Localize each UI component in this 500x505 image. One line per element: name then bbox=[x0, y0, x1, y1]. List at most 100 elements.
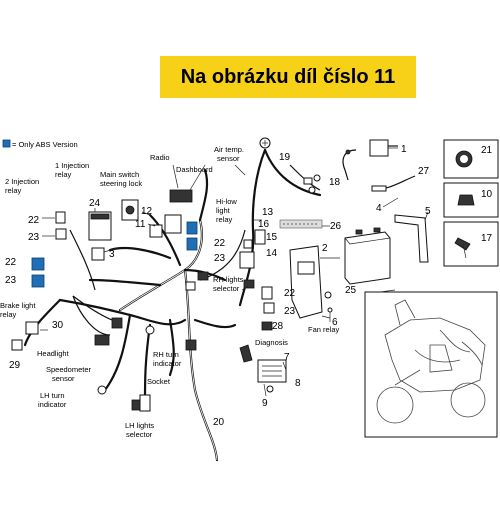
label-socket: Socket bbox=[147, 377, 171, 386]
label-hilow-2: light bbox=[216, 206, 231, 215]
label-lh-turn-2: indicator bbox=[38, 400, 67, 409]
part-number-18: 18 bbox=[329, 177, 341, 188]
label-radio: Radio bbox=[150, 153, 170, 162]
fuses-19 bbox=[289, 164, 321, 194]
part-box-17 bbox=[443, 221, 499, 267]
fan-relay-group bbox=[261, 286, 275, 331]
part-number-7: 7 bbox=[284, 352, 290, 363]
part-number-9: 9 bbox=[262, 398, 268, 409]
part-number-2: 2 bbox=[322, 243, 328, 254]
part-number-26: 26 bbox=[330, 221, 342, 232]
label-lh-lights-2: selector bbox=[126, 430, 153, 439]
part-number-11: 11 bbox=[135, 219, 146, 230]
banner-title: Na obrázku díl číslo 11 bbox=[180, 65, 396, 88]
injection-relay-2-group bbox=[42, 211, 67, 240]
label-headlight: Headlight bbox=[37, 349, 70, 358]
brake-light-relay bbox=[11, 321, 39, 351]
label-air-temp-2: sensor bbox=[217, 154, 240, 163]
label-hilow-3: relay bbox=[216, 215, 233, 224]
injection-relay-1-group bbox=[88, 211, 112, 261]
socket-and-turn bbox=[97, 325, 197, 412]
battery bbox=[344, 227, 391, 285]
label-rh-turn-1: RH turn bbox=[153, 350, 179, 359]
misc-15-16 bbox=[243, 279, 333, 322]
leader-lines bbox=[40, 147, 429, 371]
label-inj1-2: relay bbox=[55, 170, 72, 179]
label-hilow-1: Hi-low bbox=[216, 197, 237, 206]
label-brake-2: relay bbox=[0, 310, 17, 319]
label-lh-turn-1: LH turn bbox=[40, 391, 65, 400]
part-number-16: 16 bbox=[258, 219, 270, 230]
part-number-27: 27 bbox=[418, 166, 430, 177]
part-box-10 bbox=[443, 182, 499, 218]
motorcycle-inset bbox=[364, 291, 498, 438]
part-box-21 bbox=[443, 139, 499, 179]
dashboard-connector bbox=[149, 189, 193, 238]
fuse-27 bbox=[371, 175, 416, 192]
part-number-22b: 22 bbox=[5, 257, 17, 268]
part-number-17: 17 bbox=[481, 233, 493, 244]
part-number-22d: 22 bbox=[284, 288, 296, 299]
part-number-10: 10 bbox=[481, 189, 493, 200]
part-number-5: 5 bbox=[425, 206, 431, 217]
main-switch-steering-lock bbox=[121, 199, 139, 221]
label-lh-lights-1: LH lights bbox=[125, 421, 154, 430]
part-number-6: 6 bbox=[332, 317, 338, 328]
label-inj1-1: 1 Injection bbox=[55, 161, 89, 170]
part-number-23d: 23 bbox=[284, 306, 296, 317]
label-air-temp-1: Air temp. bbox=[214, 145, 244, 154]
abs-relays bbox=[31, 221, 198, 288]
abs-legend-swatch bbox=[2, 139, 11, 148]
diagnosis-ecu bbox=[239, 344, 287, 397]
headlight-connector bbox=[94, 317, 123, 346]
label-main-switch-2: steering lock bbox=[100, 179, 142, 188]
part-number-15: 15 bbox=[266, 232, 278, 243]
part-number-4: 4 bbox=[376, 203, 382, 214]
part-number-1: 1 bbox=[401, 144, 407, 155]
part-number-30: 30 bbox=[52, 320, 64, 331]
label-inj2-2: relay bbox=[5, 186, 22, 195]
text-labels: Radio Dashboard Air temp. sensor 1 Injec… bbox=[0, 145, 340, 439]
battery-tray bbox=[289, 245, 323, 319]
label-brake-1: Brake light bbox=[0, 301, 36, 310]
label-inj2-1: 2 Injection bbox=[5, 177, 39, 186]
part-number-12: 12 bbox=[141, 206, 153, 217]
part-number-24: 24 bbox=[89, 198, 101, 209]
part-number-23c: 23 bbox=[214, 253, 226, 264]
part-number-14: 14 bbox=[266, 248, 278, 259]
part-number-19: 19 bbox=[279, 152, 291, 163]
part-number-23a: 23 bbox=[28, 232, 40, 243]
part-number-13: 13 bbox=[262, 207, 274, 218]
part-number-23b: 23 bbox=[5, 275, 17, 286]
label-rh-lights-1: RH lights bbox=[213, 275, 244, 284]
main-harness bbox=[23, 148, 322, 462]
hi-low-light-relay bbox=[239, 219, 266, 269]
label-speedo-1: Speedometer bbox=[46, 365, 92, 374]
fuse-strip-26 bbox=[279, 219, 323, 229]
label-speedo-2: sensor bbox=[52, 374, 75, 383]
label-main-switch-1: Main switch bbox=[100, 170, 139, 179]
part-number-22a: 22 bbox=[28, 215, 40, 226]
label-fan-relay: Fan relay bbox=[308, 325, 340, 334]
abs-legend-text: = Only ABS Version bbox=[12, 140, 78, 149]
part-number-25: 25 bbox=[345, 285, 357, 296]
label-diagnosis: Diagnosis bbox=[255, 338, 288, 347]
part-number-8: 8 bbox=[295, 378, 301, 389]
label-dashboard: Dashboard bbox=[176, 165, 213, 174]
part-number-28: 28 bbox=[272, 321, 284, 332]
part-numbers: 1 2 3 4 5 6 7 8 9 10 11 12 13 14 15 16 1… bbox=[5, 144, 493, 428]
part-number-22c: 22 bbox=[214, 238, 226, 249]
part-number-banner: Na obrázku díl číslo 11 bbox=[160, 56, 416, 98]
label-rh-lights-2: selector bbox=[213, 284, 240, 293]
part-number-21: 21 bbox=[481, 145, 493, 156]
battery-bracket bbox=[394, 214, 429, 263]
part-number-29: 29 bbox=[9, 360, 21, 371]
starter-relay-1 bbox=[342, 139, 398, 181]
part-number-20: 20 bbox=[213, 417, 225, 428]
rh-lights-connector bbox=[185, 271, 209, 291]
air-temp-ground bbox=[259, 137, 271, 149]
part-number-3: 3 bbox=[109, 249, 115, 260]
label-rh-turn-2: indicator bbox=[153, 359, 182, 368]
